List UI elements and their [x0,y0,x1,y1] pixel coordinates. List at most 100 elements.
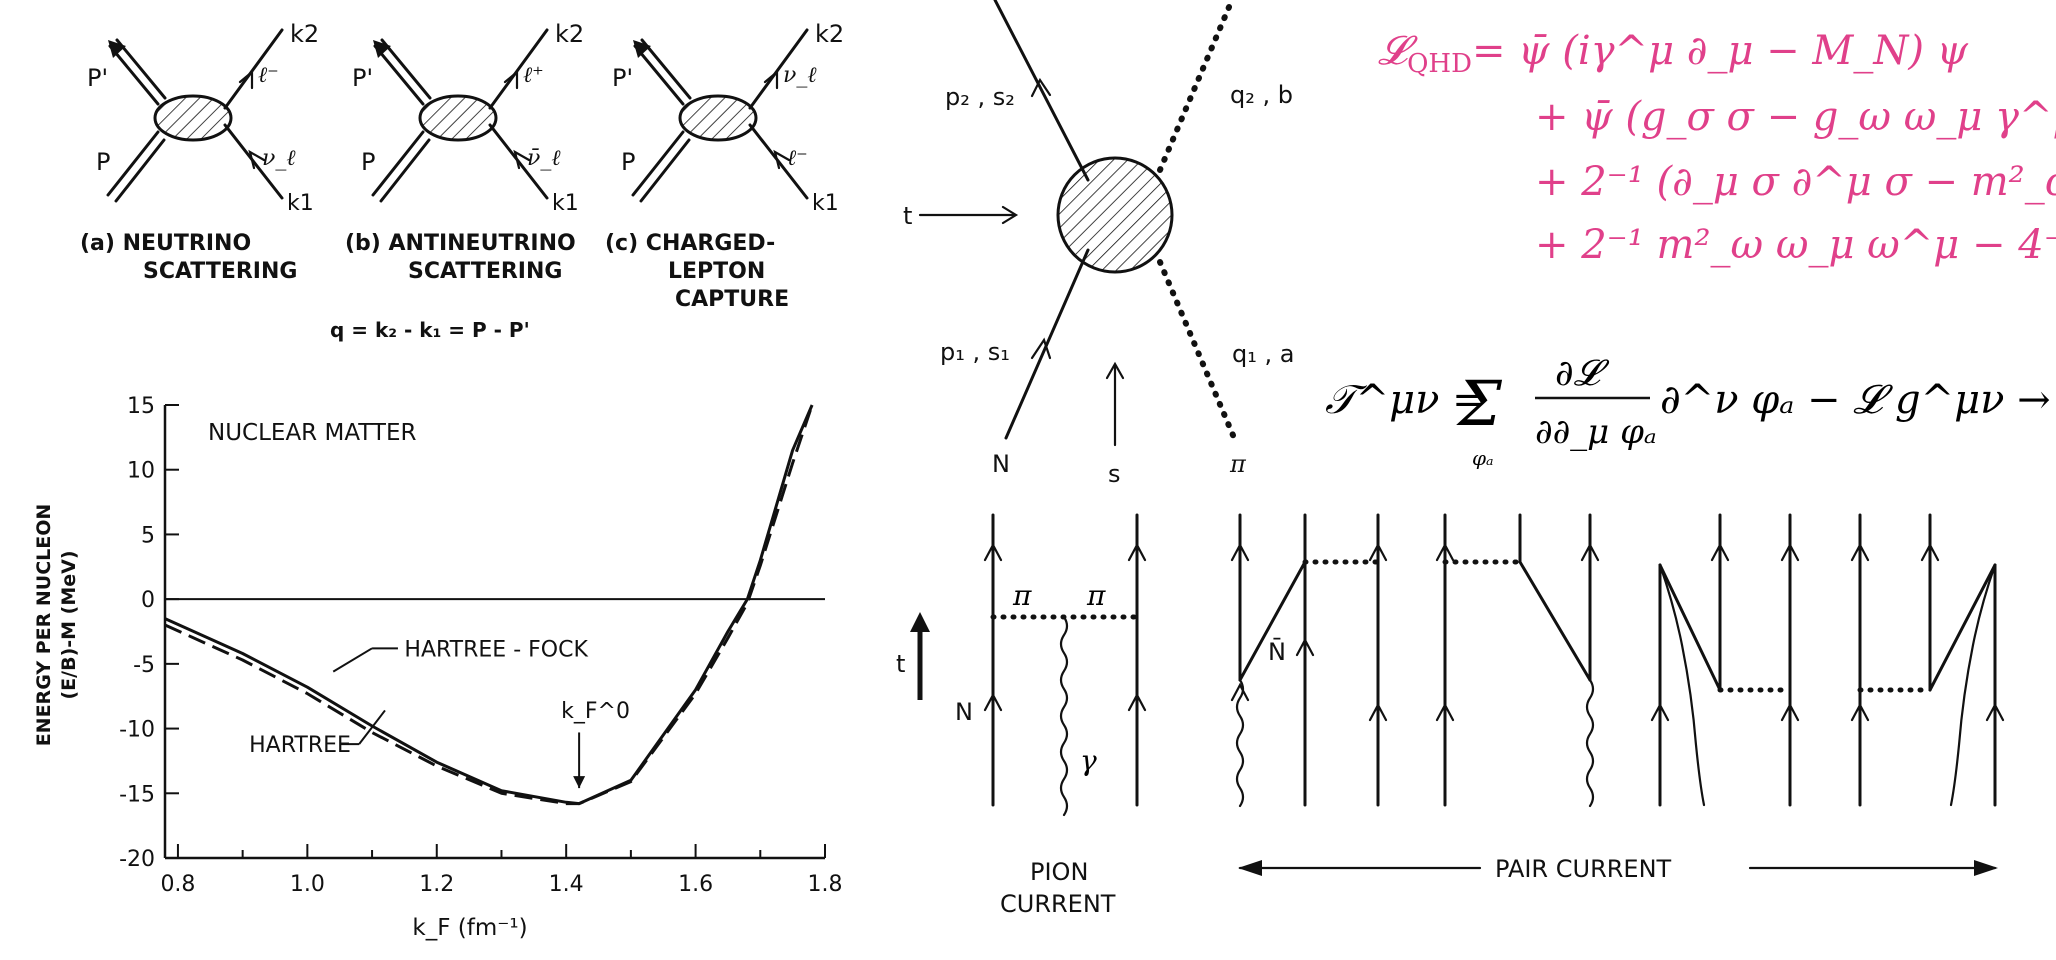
hadron-out-line [108,38,167,106]
label-pi-right: π [1086,579,1106,612]
pion-current-caption-1: PION [1030,858,1088,886]
label-k1: k1 [287,191,314,216]
h-annotation: HARTREE [249,733,351,758]
label-N-current: N [955,698,973,726]
y-tick-label: 0 [141,588,155,613]
lagrangian-line-2: + ψ̄ (g_σ σ − g_ω ω_μ γ^μ) ψ [1535,94,2056,140]
lagrangian-line-4: + 2⁻¹ m²_ω ω_μ ω^μ − 4⁻¹ ω_μν ω^μν [1535,222,2056,268]
y-tick-label: 10 [127,459,155,484]
tensor-lhs: 𝒯^μν = [1325,377,1486,423]
stress-tensor-equation: 𝒯^μν = Σ φₐ ∂𝓛 ∂∂_μ φₐ ∂^ν φₐ − 𝓛 g^μν →… [1325,353,2056,470]
lepton-arrows [763,69,791,170]
pair-current-caption: PAIR CURRENT [1495,855,1672,883]
x-tick-label: 1.0 [290,872,325,897]
lepton-arrows [238,69,266,170]
nucleon-arrow-up [1030,77,1052,98]
pair2-antinucleon [1518,560,1592,682]
hf-leader [332,647,373,673]
pair-arrows [1230,542,2005,722]
label-Nbar: N̄ [1268,637,1286,666]
chart-title: NUCLEAR MATTER [208,420,416,446]
lepton-arrows [503,69,531,170]
panel-caption-1: (b) ANTINEUTRINO [345,231,576,256]
label-s: s [1108,460,1121,488]
label-lepton-out: ℓ⁻ [258,63,279,88]
x-tick-label: 1.2 [419,872,454,897]
label-k1: k1 [552,191,579,216]
tensor-frac-num: ∂𝓛 [1555,353,1610,394]
y-tick-label: -15 [119,782,155,807]
y-tick-label: -20 [119,847,155,872]
label-pi-left: π [1012,579,1032,612]
label-p1: p₁ , s₁ [940,338,1010,366]
label-t-current: t [896,650,905,678]
label-P: P [96,148,110,176]
pair-arrow-right-head [1974,860,1998,876]
y-tick-label: 5 [141,523,155,548]
label-q1: q₁ , a [1232,340,1294,368]
kf0-annotation: k_F^0 [561,699,630,724]
label-k2: k2 [815,20,844,48]
pair1-antinucleon [1238,560,1307,682]
lagrangian-line-3: + 2⁻¹ (∂_μ σ ∂^μ σ − m²_σ σ²) [1535,159,2056,205]
hf-annotation: HARTREE - FOCK [404,637,588,662]
label-q2: q₂ , b [1230,81,1293,109]
pion-current-caption-2: CURRENT [1000,890,1116,918]
x-axis-label: k_F (fm⁻¹) [412,915,527,941]
interaction-blob [1056,156,1174,274]
panel-caption-3: CAPTURE [675,287,789,312]
momentum-relation: q = k₂ - k₁ = P - P' [330,318,530,342]
hadron-in-line [631,130,691,203]
hadron-vertex-blob [153,94,233,142]
label-P-prime: P' [612,64,633,92]
h-leader [358,709,386,745]
hadron-out-line [373,38,432,106]
hadron-out-line [633,38,692,106]
pair4-antinucleon [1928,563,1997,692]
label-pi: π [1229,450,1247,478]
t-arrow-head [1001,205,1019,225]
label-gamma: γ [1080,744,1097,777]
hadron-vertex-blob [418,94,498,142]
label-lepton-in: ν_ℓ [262,146,296,171]
x-tick-label: 1.8 [808,872,843,897]
scattering-diagram: p₂ , s₂ q₂ , b p₁ , s₁ q₁ , a t s N π [903,0,1294,488]
lepton-out-line [488,28,549,110]
currents-diagrams: π π γ N t PION CURRENT N̄ [896,513,2005,918]
hadron-in-line [106,130,166,203]
label-P-prime: P' [352,64,373,92]
kf0-arrow-head [573,776,586,789]
label-p2: p₂ , s₂ [945,83,1015,111]
outgoing-pion-line [1157,0,1235,173]
label-k2: k2 [555,20,584,48]
label-lepton-in: ν̄_ℓ [527,146,561,171]
y-tick-label: -5 [133,653,155,678]
y-axis-label-2: (E/B)-M (MeV) [58,550,80,699]
label-k1: k1 [812,191,839,216]
y-axis-label-1: ENERGY PER NUCLEON [33,504,55,747]
hadron-in-line [371,130,431,203]
tensor-rhs: ∂^ν φₐ − 𝓛 g^μν → P(ε) [1660,377,2056,423]
lagrangian-line-1: 𝓛QHD= ψ̄ (iγ^μ ∂_μ − M_N) ψ [1378,28,1969,79]
panel-caption-2: SCATTERING [408,259,562,284]
label-P: P [621,148,635,176]
panel-caption-2: LEPTON [668,259,765,284]
tensor-sum-sub: φₐ [1472,446,1494,470]
qhd-lagrangian: 𝓛QHD= ψ̄ (iγ^μ ∂_μ − M_N) ψ + ψ̄ (g_σ σ … [1378,28,2056,268]
pair3-antinucleon [1658,563,1722,692]
incoming-pion-line [1157,259,1238,443]
series-line-hartree-fock [164,404,814,806]
lepton-out-line [748,28,809,110]
label-P: P [361,148,375,176]
label-lepton-out: ν_ℓ [783,63,817,88]
tensor-frac-den: ∂∂_μ φₐ [1535,412,1657,452]
label-k2: k2 [290,20,319,48]
pair2-photon [1585,678,1595,808]
x-tick-label: 1.4 [549,872,584,897]
